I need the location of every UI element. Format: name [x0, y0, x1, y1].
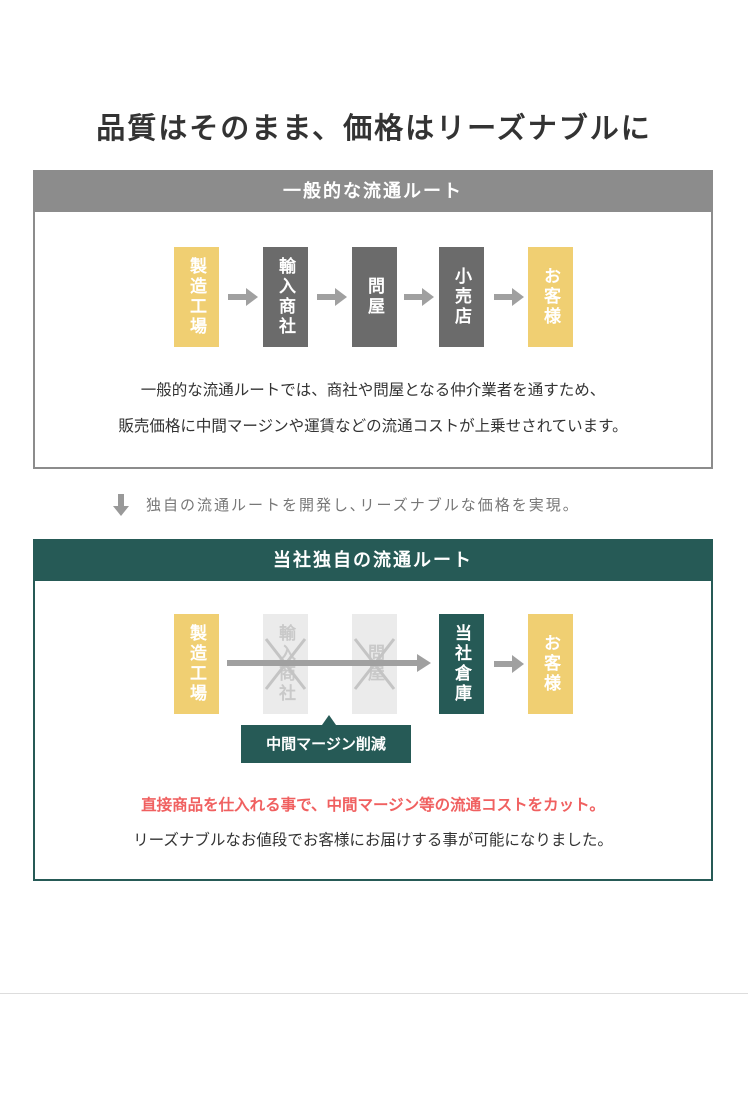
general-desc-line1: 一般的な流通ルートでは、商社や問屋となる仲介業者を通すため、 [140, 381, 606, 399]
margin-reduction-badge: 中間マージン削減 [241, 725, 411, 763]
step-factory: 製造工場 [174, 614, 219, 714]
step-factory: 製造工場 [174, 247, 219, 347]
badge-pointer-icon [322, 715, 336, 725]
own-route-header: 当社独自の流通ルート [35, 541, 711, 581]
general-desc-line2: 販売価格に中間マージンや運賃などの流通コストが上乗せされています。 [118, 417, 628, 435]
transition-text: 独自の流通ルートを開発し､リーズナブルな価格を実現。 [146, 496, 580, 514]
arrow-icon [228, 288, 258, 306]
general-route-header: 一般的な流通ルート [35, 172, 711, 212]
step-wholesaler: 問屋 [352, 247, 397, 347]
step-importer: 輸入商社 [263, 247, 308, 347]
own-desc-line2: リーズナブルなお値段でお客様にお届けする事が可能になりました。 [133, 831, 613, 849]
arrow-icon [317, 288, 347, 306]
step-customer: お客様 [528, 614, 573, 714]
step-retailer: 小売店 [439, 247, 484, 347]
general-route-panel: 一般的な流通ルート 製造工場 輸入商社 問屋 小売店 お客様 一般的な流通ルート… [33, 170, 713, 469]
arrow-icon [404, 288, 434, 306]
page-title: 品質はそのまま、価格はリーズナブルに [96, 111, 652, 145]
arrow-icon [494, 288, 524, 306]
long-arrow-icon [227, 654, 431, 672]
step-own-warehouse: 当社倉庫 [439, 614, 484, 714]
own-route-panel: 当社独自の流通ルート 製造工場 輸入商社 問屋 当社倉庫 お客様 中間マージン削… [33, 539, 713, 881]
own-highlight-text: 直接商品を仕入れる事で、中間マージン等の流通コストをカット。 [141, 796, 605, 814]
arrow-icon [494, 655, 524, 673]
step-customer: お客様 [528, 247, 573, 347]
divider [0, 993, 748, 994]
down-arrow-icon [113, 494, 129, 516]
